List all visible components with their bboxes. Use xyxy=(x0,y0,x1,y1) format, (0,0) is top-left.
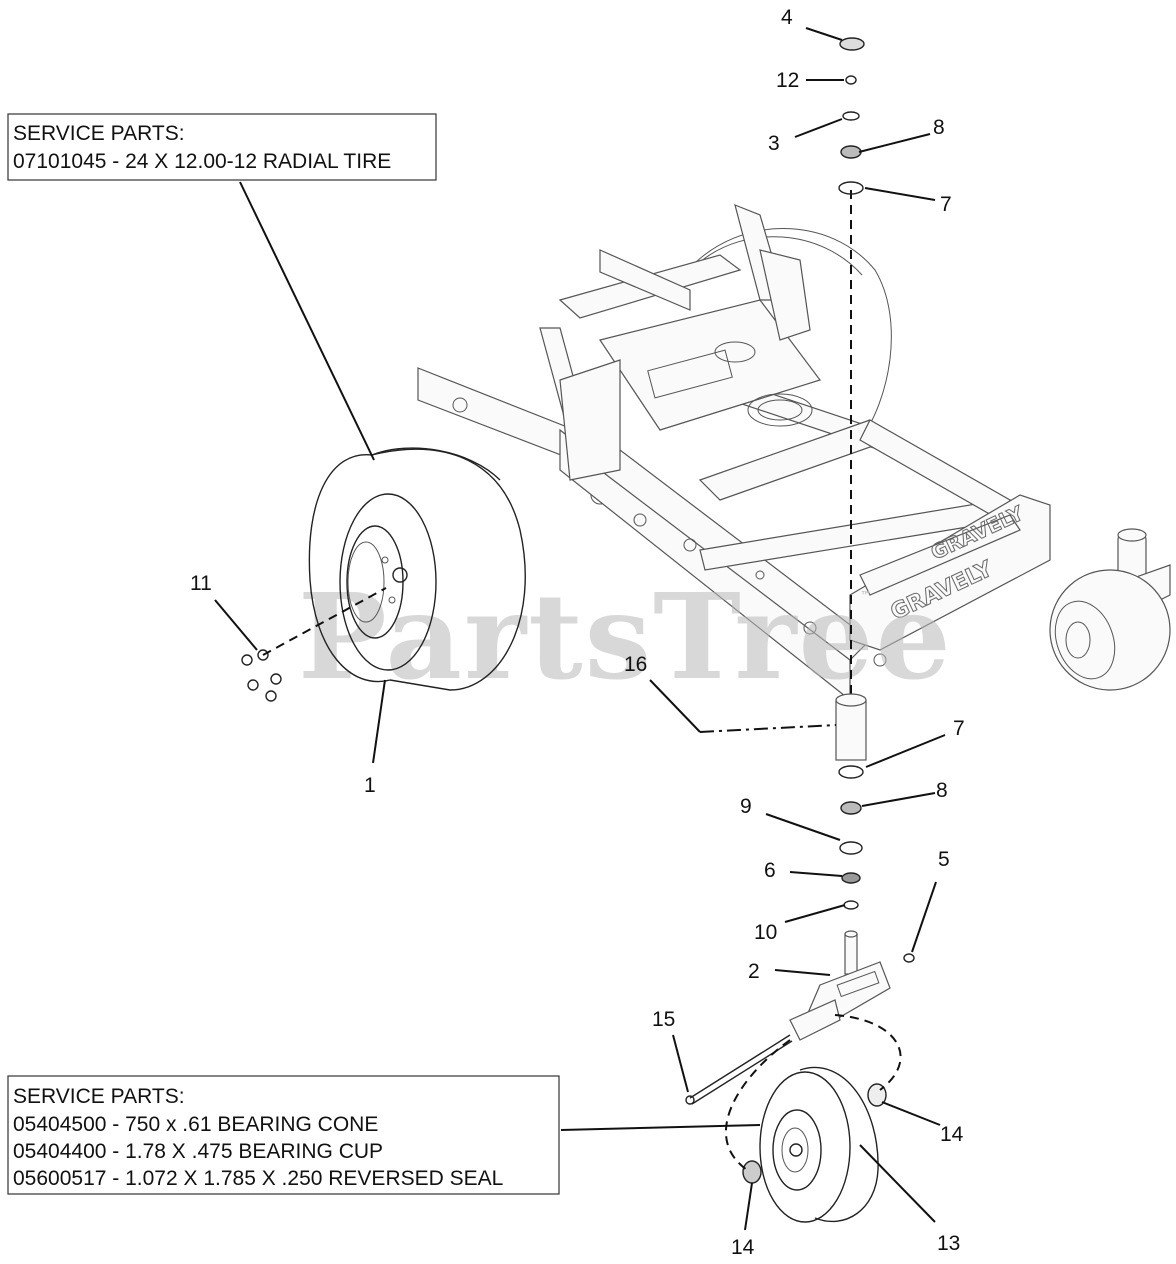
service-box-tire-line: 07101045 - 24 X 12.00-12 RADIAL TIRE xyxy=(13,150,391,173)
callout-14-right: 14 xyxy=(940,1123,964,1146)
caster-stack xyxy=(789,37,915,1041)
callout-7-upper: 7 xyxy=(940,193,952,216)
service-box-tire-title: SERVICE PARTS: xyxy=(13,122,185,145)
mower-frame: GRAVELY GRAVELY xyxy=(417,204,1171,702)
callout-13: 13 xyxy=(937,1232,960,1255)
watermark-trademark: ™ xyxy=(860,589,872,603)
service-box-caster: SERVICE PARTS: 05404500 - 750 x .61 BEAR… xyxy=(7,1075,560,1195)
watermark: PartsTree xyxy=(298,567,953,706)
callout-6: 6 xyxy=(764,859,776,882)
callout-14-left: 14 xyxy=(731,1236,755,1259)
lug-nuts xyxy=(241,649,282,702)
callout-11: 11 xyxy=(190,572,212,595)
callout-3: 3 xyxy=(768,132,780,155)
callout-8-lower: 8 xyxy=(936,779,948,802)
callout-7-lower: 7 xyxy=(953,717,965,740)
callout-8-upper: 8 xyxy=(933,116,945,139)
callout-10: 10 xyxy=(754,921,777,944)
service-box-caster-line-2: 05404400 - 1.78 X .475 BEARING CUP xyxy=(13,1140,383,1163)
lug-axis-line xyxy=(262,587,387,656)
caster-wheel xyxy=(724,1014,902,1223)
service-box-tire: SERVICE PARTS: 07101045 - 24 X 12.00-12 … xyxy=(7,113,437,181)
callout-2: 2 xyxy=(748,960,760,983)
callout-15: 15 xyxy=(652,1008,675,1031)
rear-tire xyxy=(308,447,526,691)
callout-12: 12 xyxy=(776,69,799,92)
leader-lines xyxy=(214,27,946,1231)
service-box-caster-line-3: 05600517 - 1.072 X 1.785 X .250 REVERSED… xyxy=(13,1167,503,1190)
callout-9: 9 xyxy=(740,795,752,818)
callout-16: 16 xyxy=(624,653,647,676)
service-box-caster-line-1: 05404500 - 750 x .61 BEARING CONE xyxy=(13,1113,378,1136)
service-box-caster-title: SERVICE PARTS: xyxy=(13,1085,185,1108)
callout-1: 1 xyxy=(364,774,376,797)
axle-bolt xyxy=(689,1034,791,1099)
callout-5: 5 xyxy=(938,848,950,871)
callout-4: 4 xyxy=(781,6,793,29)
